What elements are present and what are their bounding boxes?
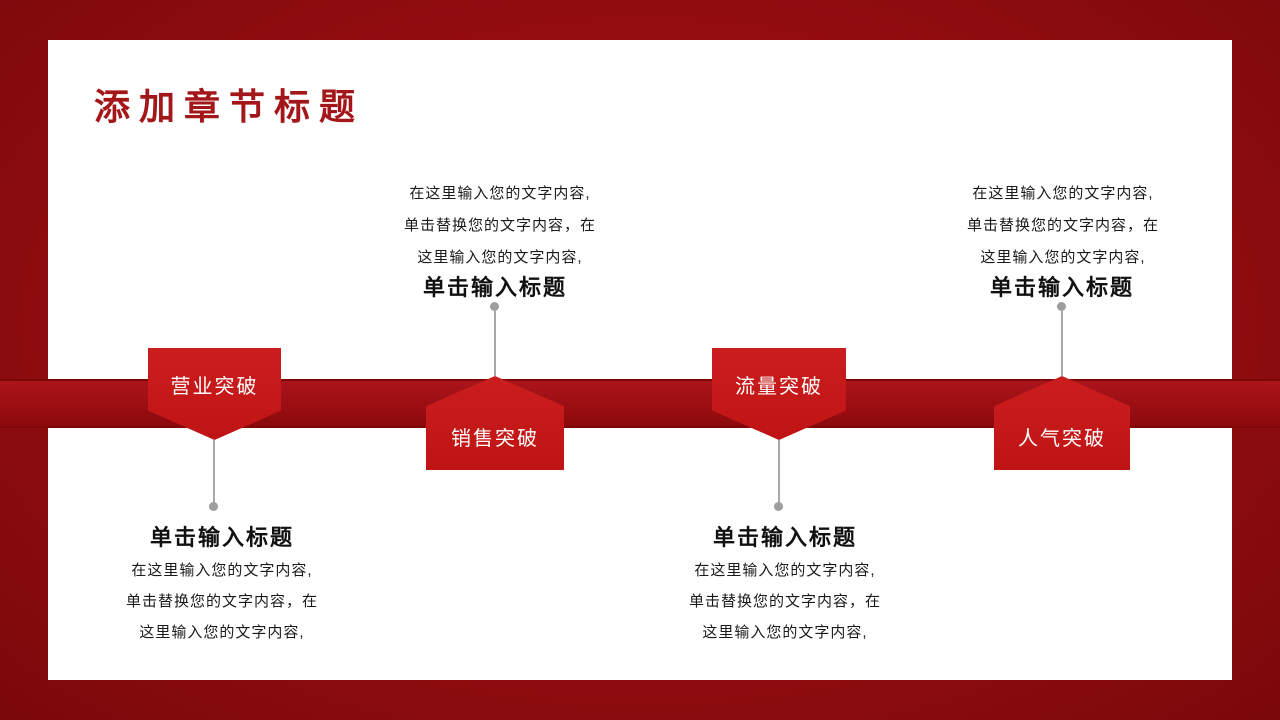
item-body-line: 在这里输入您的文字内容, <box>409 185 591 202</box>
item-body-line: 在这里输入您的文字内容, <box>694 562 876 579</box>
item-body-line: 单击替换您的文字内容，在 <box>125 593 318 610</box>
connector-line-1 <box>213 440 215 504</box>
item-body-line: 这里输入您的文字内容, <box>417 249 583 266</box>
item-heading-2: 单击输入标题 <box>422 275 567 300</box>
connector-dot-3 <box>774 502 783 511</box>
slide-title: 添加章节标题 <box>94 86 365 127</box>
item-body-line: 单击替换您的文字内容，在 <box>403 217 596 234</box>
connector-line-3 <box>778 440 780 504</box>
item-heading-4: 单击输入标题 <box>989 275 1134 300</box>
item-body-line: 单击替换您的文字内容，在 <box>966 217 1159 234</box>
connector-dot-4 <box>1057 302 1066 311</box>
item-body-1: 在这里输入您的文字内容, 单击替换您的文字内容，在 这里输入您的文字内容, <box>72 555 372 648</box>
item-body-4: 在这里输入您的文字内容, 单击替换您的文字内容，在 这里输入您的文字内容, <box>913 178 1213 274</box>
item-body-line: 这里输入您的文字内容, <box>702 624 868 641</box>
item-body-3: 在这里输入您的文字内容, 单击替换您的文字内容，在 这里输入您的文字内容, <box>635 555 935 648</box>
item-body-line: 在这里输入您的文字内容, <box>972 185 1154 202</box>
connector-dot-1 <box>209 502 218 511</box>
item-body-line: 这里输入您的文字内容, <box>980 249 1146 266</box>
connector-line-4 <box>1061 311 1063 376</box>
connector-line-2 <box>494 311 496 376</box>
connector-dot-2 <box>490 302 499 311</box>
item-body-line: 在这里输入您的文字内容, <box>131 562 313 579</box>
item-body-2: 在这里输入您的文字内容, 单击替换您的文字内容，在 这里输入您的文字内容, <box>350 178 650 274</box>
item-heading-3: 单击输入标题 <box>712 525 857 550</box>
item-body-line: 这里输入您的文字内容, <box>139 624 305 641</box>
item-heading-1: 单击输入标题 <box>149 525 294 550</box>
item-body-line: 单击替换您的文字内容，在 <box>688 593 881 610</box>
